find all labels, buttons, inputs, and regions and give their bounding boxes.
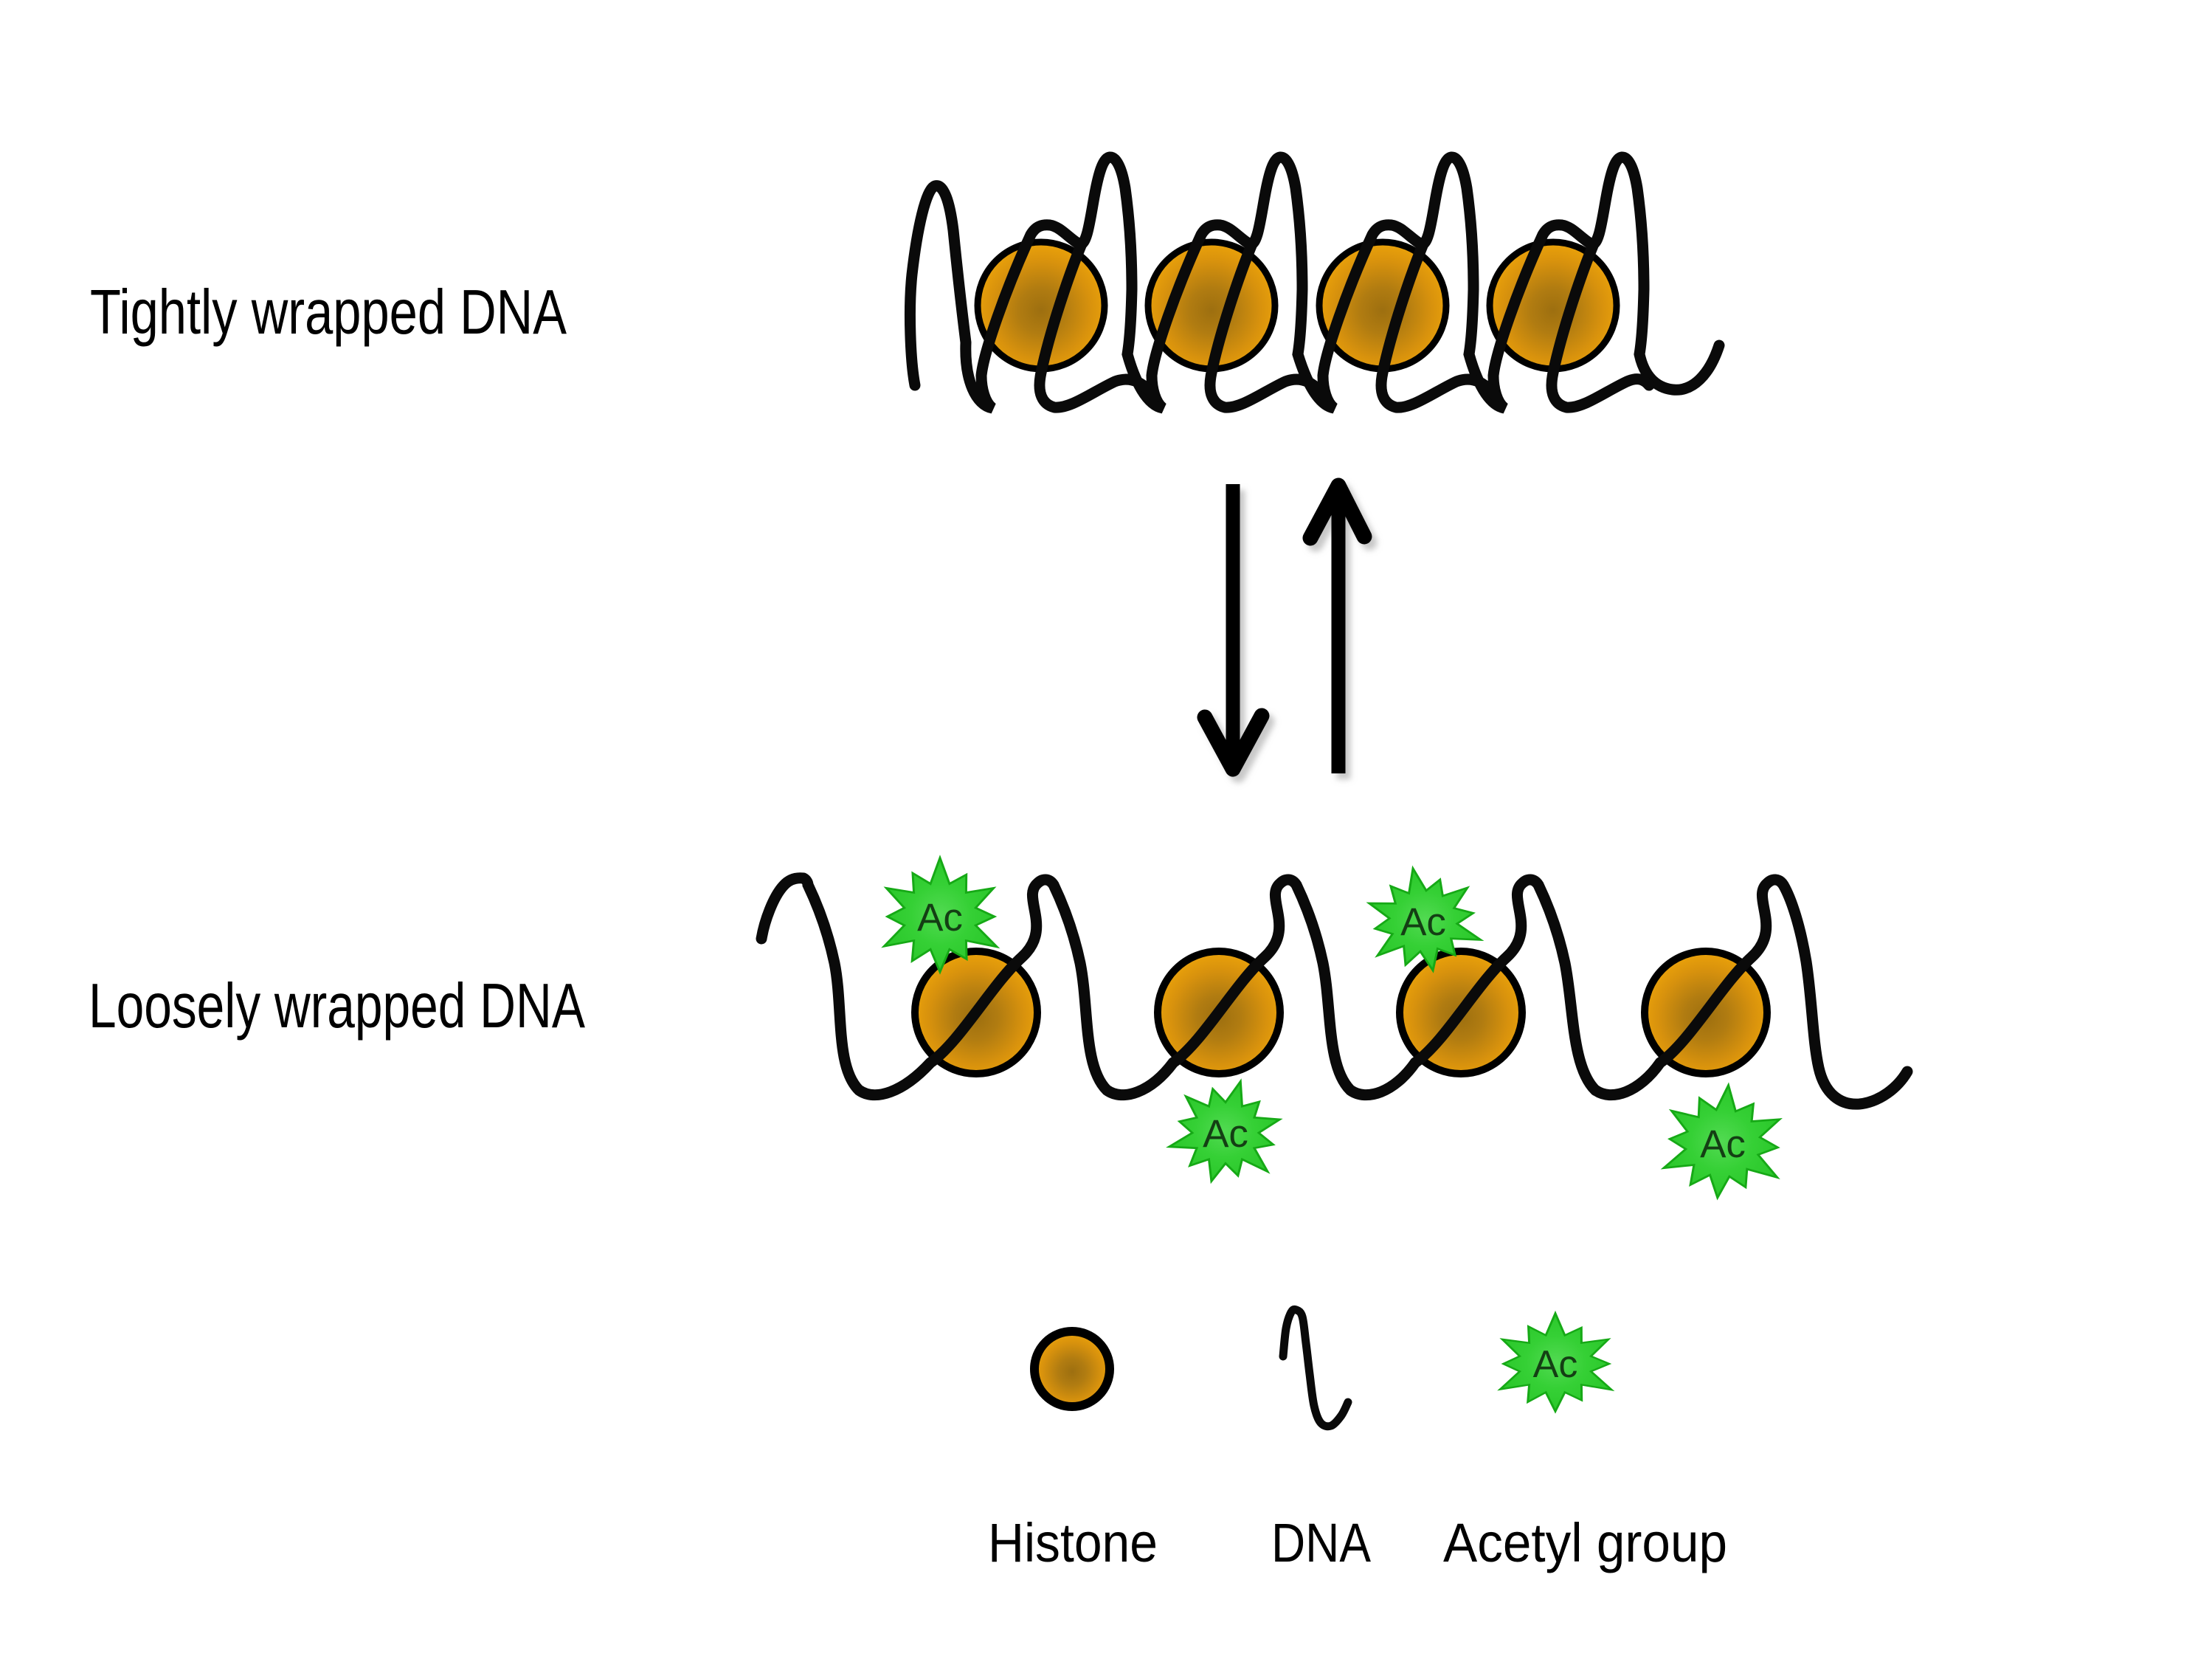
- svg-text:Ac: Ac: [1700, 1122, 1746, 1166]
- svg-text:Ac: Ac: [1400, 900, 1446, 944]
- svg-text:Ac: Ac: [1203, 1112, 1248, 1156]
- svg-text:Loosely wrapped DNA: Loosely wrapped DNA: [89, 971, 585, 1041]
- svg-text:Tightly wrapped DNA: Tightly wrapped DNA: [90, 277, 567, 348]
- svg-text:DNA: DNA: [1271, 1512, 1372, 1573]
- svg-text:Ac: Ac: [917, 896, 963, 939]
- svg-text:Ac: Ac: [1533, 1343, 1578, 1386]
- svg-text:Acetyl group: Acetyl group: [1443, 1512, 1727, 1573]
- svg-text:Histone: Histone: [988, 1512, 1158, 1573]
